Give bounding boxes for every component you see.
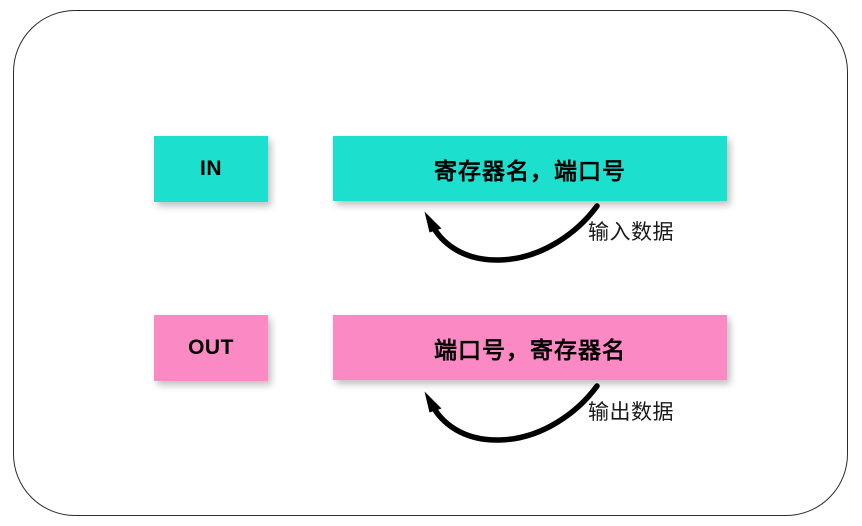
mnemonic-box-in: IN: [154, 136, 268, 202]
operand-box-in: 寄存器名，端口号: [333, 136, 727, 201]
mnemonic-box-out: OUT: [154, 315, 268, 381]
arrow-label-output: 输出数据: [588, 401, 674, 424]
arrow-label-input: 输入数据: [588, 221, 674, 244]
diagram-frame: [13, 10, 848, 516]
operand-box-out: 端口号，寄存器名: [333, 315, 727, 380]
